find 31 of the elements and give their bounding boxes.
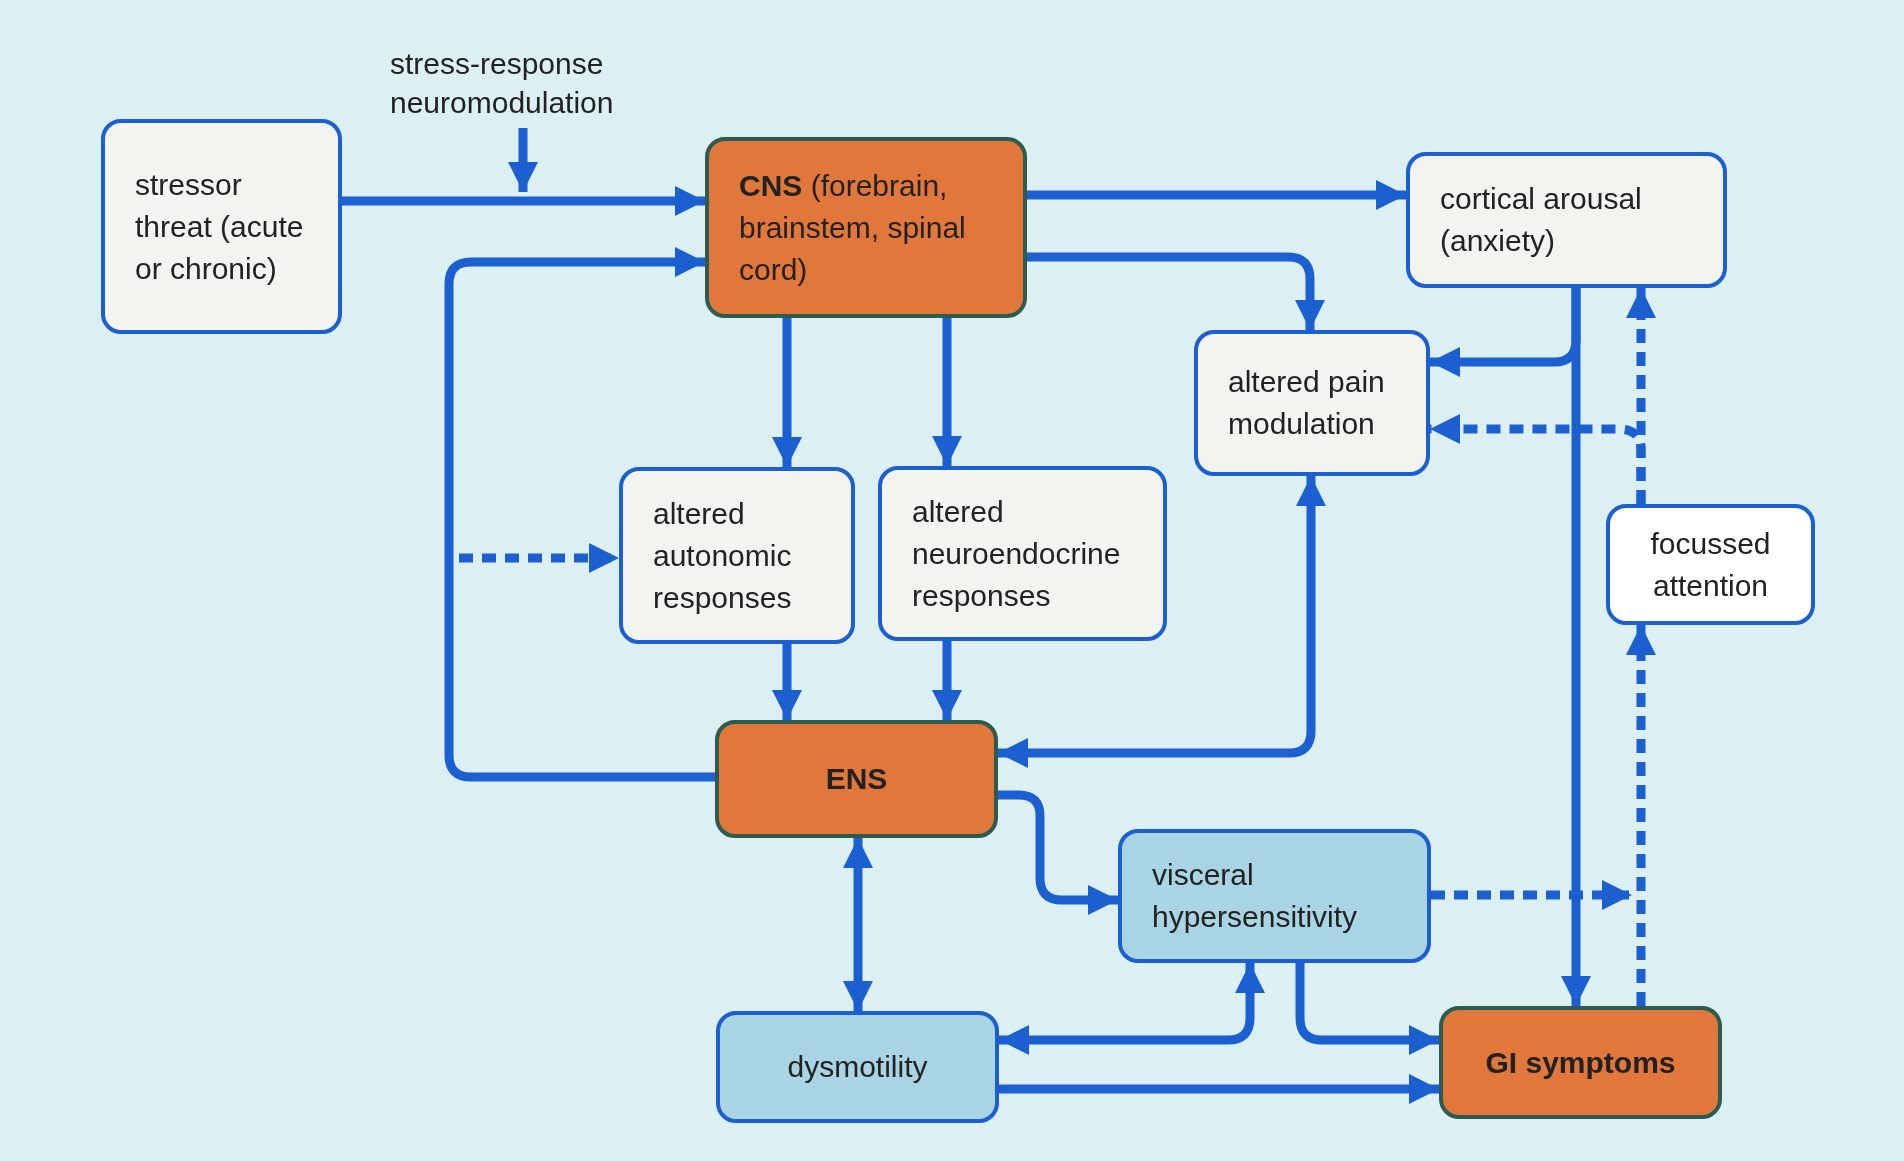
process-box: CNS (forebrain, brainstem, spinal cord)	[705, 137, 1027, 318]
arrow	[999, 1074, 1439, 1104]
arrow	[999, 963, 1265, 1055]
dashed-arrow	[1626, 625, 1656, 1006]
arrow	[772, 318, 802, 467]
process-box: GI symptoms	[1439, 1006, 1722, 1119]
process-box: ENS	[715, 720, 998, 838]
dashed-arrow	[1431, 880, 1632, 910]
dashed-arrow	[459, 543, 619, 573]
dashed-arrow	[1626, 288, 1656, 504]
arrow	[998, 476, 1326, 768]
arrow	[1295, 963, 1439, 1055]
arrow	[932, 318, 962, 466]
process-box: stressor threat (acute or chronic)	[101, 119, 342, 334]
process-box: dysmotility	[716, 1011, 999, 1123]
process-box: focussed attention	[1606, 504, 1815, 625]
arrow	[772, 644, 802, 720]
arrow	[932, 641, 962, 720]
process-box: altered autonomic responses	[619, 467, 855, 644]
process-box: altered neuroendocrine responses	[878, 466, 1167, 641]
process-box: cortical arousal (anxiety)	[1406, 152, 1727, 288]
arrow	[1027, 252, 1325, 330]
process-box: visceral hypersensitivity	[1118, 829, 1431, 963]
annotation-text: stress-response neuromodulation	[390, 38, 670, 128]
arrow	[444, 247, 715, 782]
process-box: altered pain modulation	[1194, 330, 1430, 476]
arrow	[508, 128, 538, 192]
arrow	[1027, 180, 1406, 210]
arrow	[1561, 288, 1591, 1006]
arrow	[342, 186, 705, 216]
arrow	[843, 838, 873, 1011]
